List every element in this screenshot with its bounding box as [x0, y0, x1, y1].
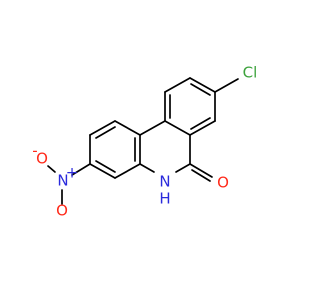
carbonyl-oxygen-label: O — [217, 174, 229, 192]
bond — [139, 120, 166, 136]
bond — [164, 120, 191, 136]
nitro-oxygen-top-label: O — [36, 150, 48, 168]
bond — [114, 163, 141, 179]
bond-inner — [190, 83, 211, 96]
bond-c-cl — [214, 78, 239, 93]
bond-n-c4a — [139, 163, 155, 173]
bond — [114, 120, 141, 136]
amide-nitrogen-label: N — [159, 173, 170, 191]
bond-c-o-double — [191, 169, 211, 182]
bond-c-o — [189, 163, 213, 178]
bond-inner — [95, 126, 116, 139]
bond — [189, 120, 216, 136]
bond-inner — [190, 117, 211, 130]
bond — [89, 120, 116, 136]
amide-hydrogen-label: H — [159, 190, 170, 208]
nitro-oxygen-charge: - — [32, 142, 37, 160]
bond — [164, 77, 191, 93]
bond-inner — [95, 160, 116, 173]
chlorine-label: Cl — [243, 64, 258, 82]
nitro-nitrogen-label: N — [57, 172, 68, 190]
bond-n-o-minus — [47, 165, 56, 173]
bonds — [47, 77, 239, 205]
background — [0, 0, 300, 300]
nitro-oxygen-bottom-label: O — [56, 202, 68, 220]
bond — [189, 77, 216, 93]
bond — [89, 163, 116, 179]
bond-c6-n — [175, 163, 191, 173]
bond-c-nitro — [71, 163, 91, 176]
nitro-nitrogen-charge: + — [66, 164, 79, 182]
